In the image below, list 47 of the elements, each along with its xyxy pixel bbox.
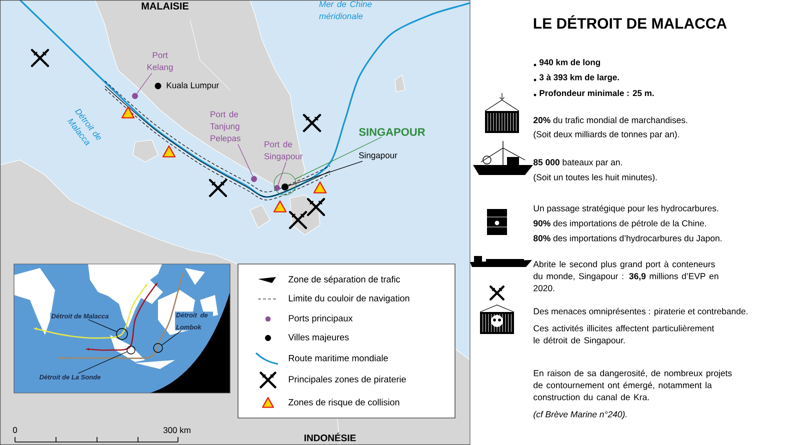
info-text: Ces activités illicites affectent particulièrement le détroit de Singapour. bbox=[534, 324, 714, 346]
country-label: INDONÉSIE bbox=[304, 432, 356, 442]
list-item: 3 à 393 km de large. bbox=[534, 74, 619, 82]
country-label: SINGAPOUR bbox=[359, 128, 426, 136]
leader-line bbox=[238, 144, 253, 176]
city-dot bbox=[282, 184, 288, 190]
leader-line bbox=[88, 319, 117, 332]
leader-line bbox=[136, 72, 152, 94]
legend-text: Principales zones de piraterie bbox=[288, 376, 406, 384]
scale-label: 300 km bbox=[163, 426, 190, 434]
port-label: Port de Tanjung Pelepas bbox=[210, 111, 240, 143]
strait-circle bbox=[116, 328, 128, 340]
info-text: 90% des importations de pétrole de la Chine. bbox=[534, 220, 706, 228]
leader-line bbox=[78, 351, 128, 374]
legend-text: Ports principaux bbox=[288, 314, 353, 324]
sea-label: Mer de Chine méridionale bbox=[319, 0, 372, 20]
list-item: 940 km de long bbox=[534, 59, 600, 67]
legend-text: Zone de séparation de trafic bbox=[288, 276, 400, 284]
strait-circle bbox=[126, 346, 136, 354]
scale-label: 0 bbox=[12, 427, 18, 433]
leader-line bbox=[294, 136, 382, 180]
country-circle bbox=[274, 172, 296, 196]
info-text: Abrite le second plus grand port à conteneurs du monde, Singapour : 36,9 millions d’EVP en 2020. bbox=[533, 260, 718, 292]
legend-text: Zones de risque de collision bbox=[288, 398, 400, 408]
info-text: 80% des importations d’hydrocarbures du Japon. bbox=[534, 234, 722, 244]
country-label: MALAISIE bbox=[142, 2, 189, 10]
leader-line bbox=[278, 162, 286, 186]
info-text: 20% du trafic mondial de marchandises. bbox=[534, 116, 688, 124]
list-item: Profondeur minimale : 25 m. bbox=[534, 90, 654, 96]
legend-text: Villes majeures bbox=[288, 334, 349, 342]
info-text: (Soit un toutes les huit minutes). bbox=[534, 174, 657, 182]
info-text: (cf Brève Marine n°240). bbox=[534, 410, 626, 420]
leader-line bbox=[162, 330, 182, 346]
port-label: Port Kelang bbox=[147, 52, 173, 72]
strait-circle bbox=[153, 343, 163, 353]
legend-text: Route maritime mondiale bbox=[288, 354, 388, 362]
info-text: 85 000 bateaux par an. bbox=[534, 158, 622, 168]
info-text: En raison de sa dangerosité, de nombreux projets de contournement ont émergé, notamment la construction du canal de Kra. bbox=[534, 370, 732, 400]
info-text: (Soit deux milliards de tonnes par an). bbox=[534, 130, 679, 140]
port-label: Port de Singapour bbox=[264, 141, 303, 161]
info-text: Un passage stratégique pour les hydrocarbures. bbox=[534, 204, 718, 214]
info-text: Des menaces omniprésentes : piraterie et contrebande. bbox=[534, 308, 748, 316]
city-label: Kuala Lumpur bbox=[166, 82, 219, 90]
city-label: Singapour bbox=[359, 152, 398, 160]
leader-line bbox=[288, 160, 363, 186]
legend-text: Limite du couloir de navigation bbox=[288, 294, 410, 304]
title: LE DÉTROIT DE MALACCA bbox=[534, 15, 727, 29]
